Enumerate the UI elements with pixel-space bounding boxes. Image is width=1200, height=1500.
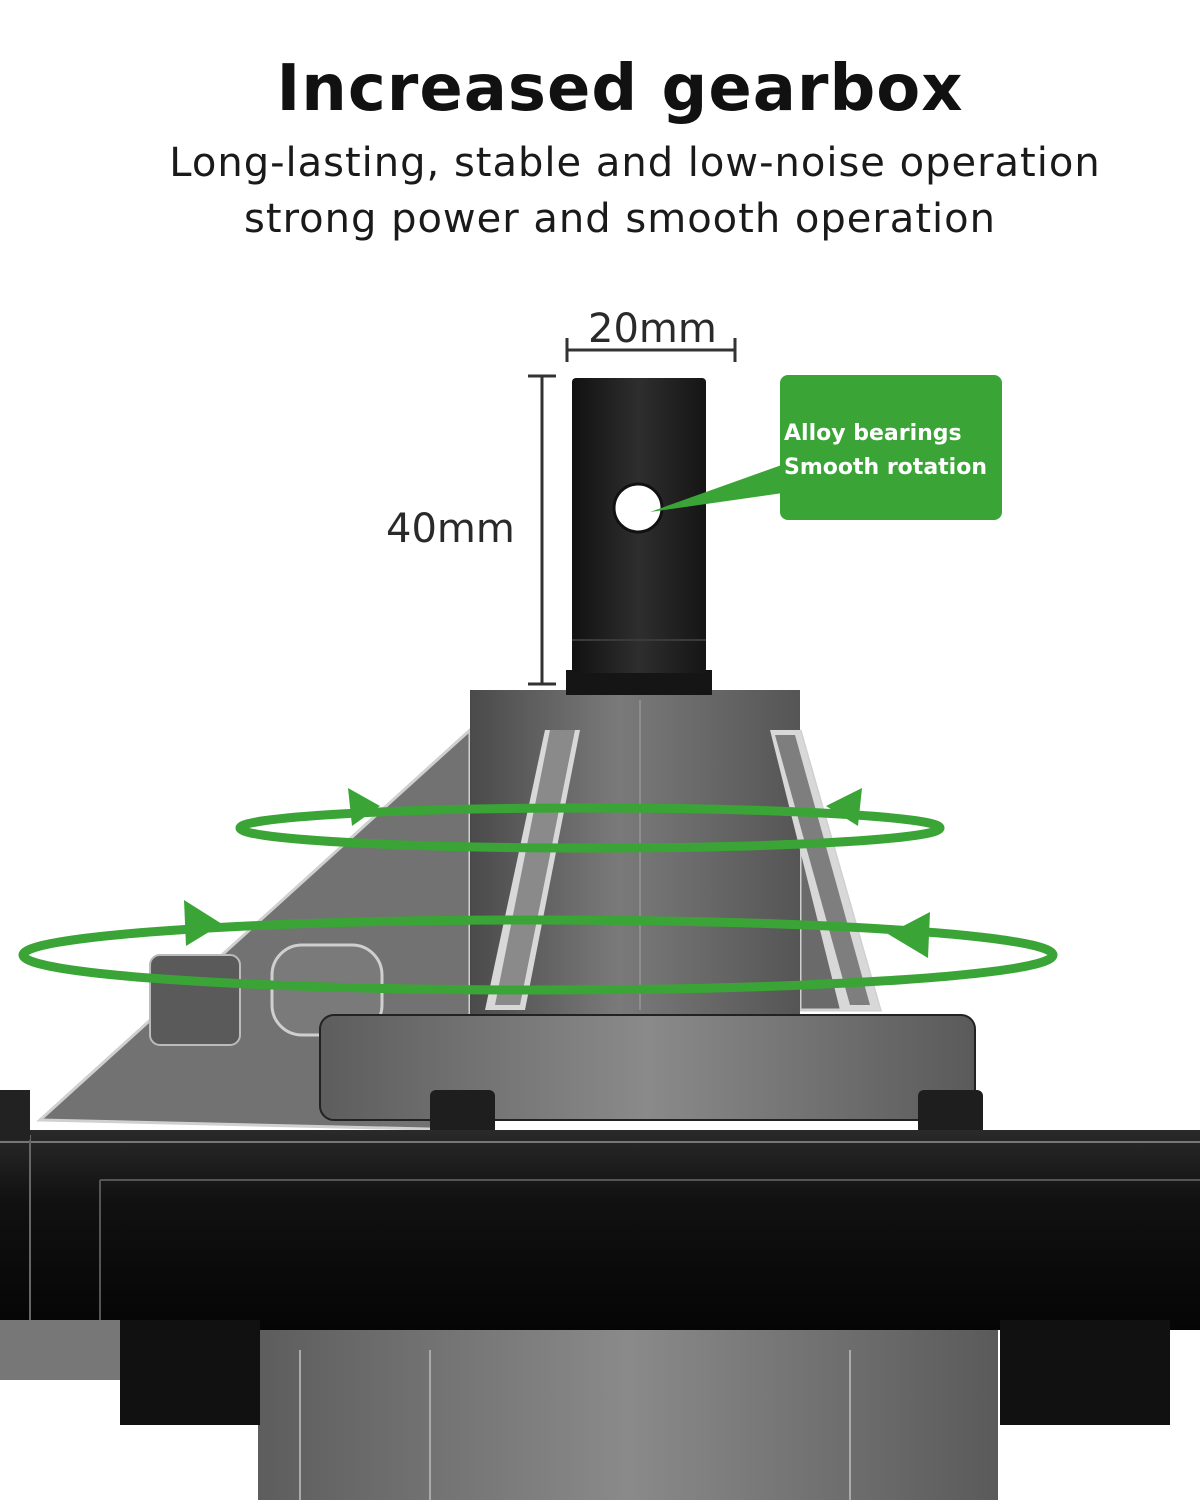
shaft-width-label: 20mm (588, 306, 717, 352)
shaft-pin-hole (612, 482, 664, 534)
page-title: Increased gearbox (276, 52, 964, 126)
callout-line-1: Alloy bearings (784, 421, 962, 446)
height-dimension-line (528, 374, 556, 686)
output-shaft (566, 378, 712, 695)
gear-hub (470, 690, 880, 1020)
rotation-arrow-icon (184, 788, 930, 958)
callout-line-2: Smooth rotation (784, 455, 987, 480)
gear-flange (319, 1014, 976, 1121)
callout-pointer (650, 462, 790, 512)
width-dimension-line (565, 338, 737, 362)
subtitle-line-2: strong power and smooth operation (244, 196, 996, 242)
axle-tube (0, 1090, 1200, 1425)
shaft-height-label: 40mm (386, 506, 515, 552)
left-boss (149, 954, 241, 1046)
lower-housing (258, 1330, 998, 1500)
rotation-arrow-icon (18, 803, 1058, 995)
subtitle-line-1: Long-lasting, stable and low-noise opera… (169, 140, 1101, 186)
bearing-callout: Alloy bearings Smooth rotation (780, 375, 1002, 520)
